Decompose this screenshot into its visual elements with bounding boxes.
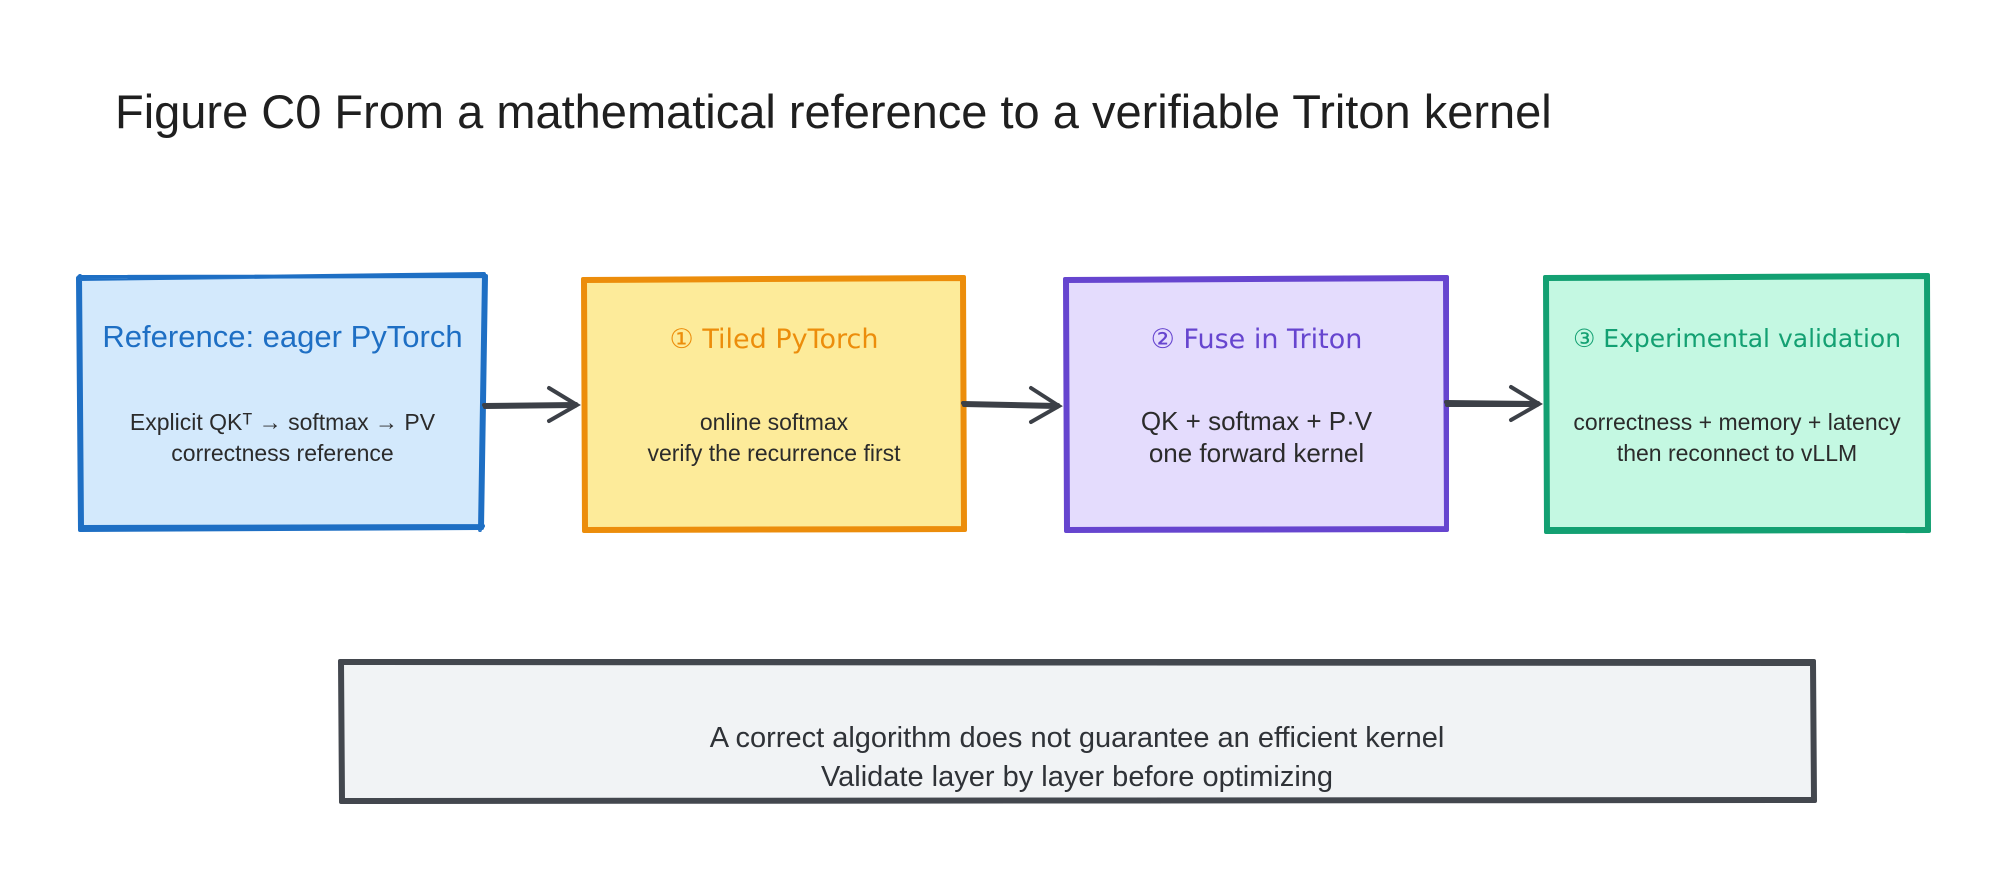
step-triton-line-1: QK + softmax + P·V: [1140, 406, 1373, 436]
step-validation-body: correctness + memory + latency then reco…: [1546, 407, 1928, 469]
note-box-border: [338, 659, 1817, 804]
note-line-1: A correct algorithm does not guarantee a…: [709, 722, 1445, 754]
step-box-tiled-shape: [584, 278, 964, 529]
step-box-triton-shape: [1066, 278, 1446, 529]
arrow-2: [961, 386, 1063, 424]
step-tiled-line-1: online softmax: [699, 409, 849, 435]
note-box: [338, 659, 1817, 804]
step-validation-line-1: correctness + memory + latency: [1573, 409, 1901, 435]
step-tiled-body: online softmax verify the recurrence fir…: [584, 407, 964, 469]
step-triton-line-2: one forward kernel: [1148, 438, 1365, 468]
figure-title: Figure C0 From a mathematical reference …: [115, 85, 1552, 138]
step-box-reference: [76, 272, 488, 532]
step-reference-line-1: Explicit QKᵀ → softmax → PV: [129, 409, 436, 435]
note-text: A correct algorithm does not guarantee a…: [341, 719, 1813, 797]
step-validation-text: ③ Experimental validation correctness + …: [1546, 277, 1928, 530]
step-validation-line-2: then reconnect to vLLM: [1616, 440, 1858, 466]
step-triton-text: ② Fuse in Triton QK + softmax + P·V one …: [1066, 279, 1447, 529]
step-box-validation-shape: [1546, 276, 1928, 529]
step-tiled-title: ① Tiled PyTorch: [669, 324, 879, 355]
step-reference-body: Explicit QKᵀ → softmax → PV correctness …: [80, 407, 485, 469]
step-tiled-line-2: verify the recurrence first: [647, 440, 901, 466]
step-reference-line-2: correctness reference: [171, 440, 394, 466]
step-box-tiled: [581, 275, 967, 533]
arrow-3: [1444, 385, 1543, 422]
step-triton-body: QK + softmax + P·V one forward kernel: [1066, 405, 1447, 469]
step-box-reference-border: [76, 272, 488, 532]
note-line-2: Validate layer by layer before optimizin…: [820, 761, 1334, 793]
step-reference-title: Reference: eager PyTorch: [102, 319, 463, 354]
step-validation-title: ③ Experimental validation: [1572, 324, 1902, 353]
step-box-reference-shape: [80, 275, 485, 529]
step-triton-title: ② Fuse in Triton: [1150, 324, 1363, 355]
step-reference-text: Reference: eager PyTorch Explicit QKᵀ → …: [80, 277, 485, 529]
arrow-1: [482, 386, 581, 423]
step-box-validation: [1543, 273, 1931, 534]
step-tiled-text: ① Tiled PyTorch online softmax verify th…: [584, 279, 964, 529]
note-text-block: A correct algorithm does not guarantee a…: [341, 661, 1813, 801]
note-box-shape: [341, 661, 1814, 801]
step-box-validation-border: [1543, 273, 1931, 534]
